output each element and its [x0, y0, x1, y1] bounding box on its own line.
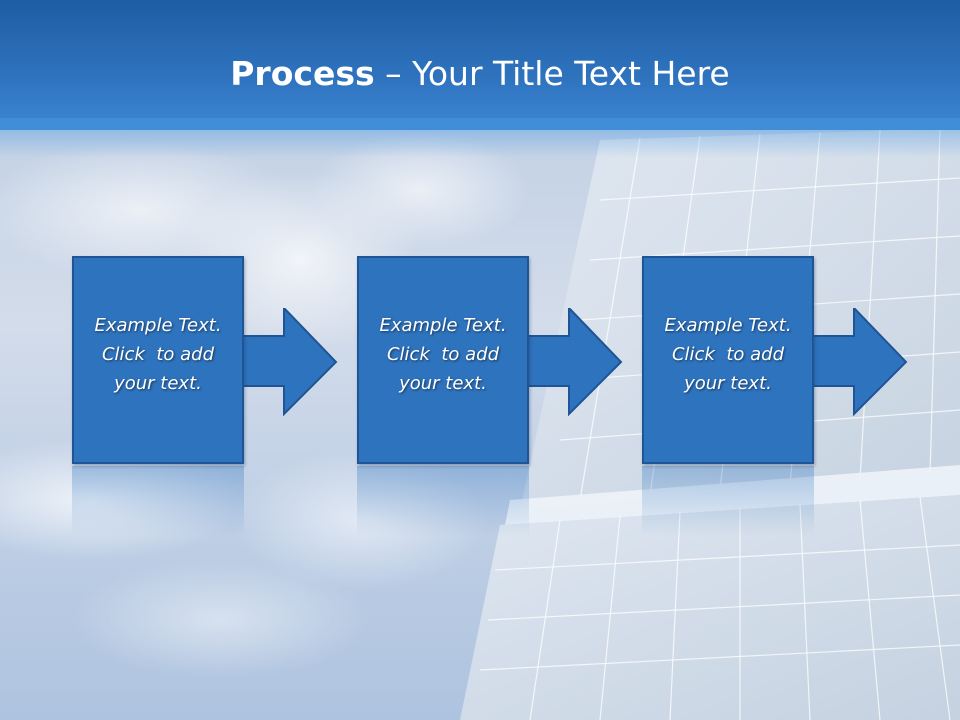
title-bold: Process [230, 54, 375, 93]
step-text-line: your text. [684, 373, 772, 394]
step-box [642, 256, 814, 464]
header-fade [0, 118, 960, 158]
step-text-line: Example Text. [379, 315, 507, 336]
step-text-line: Click to add [101, 344, 214, 365]
arrow-right-icon [242, 308, 338, 416]
step-text[interactable]: Example Text. Click to add your text. [357, 311, 529, 398]
step-box [72, 256, 244, 464]
title-rest: – Your Title Text Here [374, 54, 730, 93]
process-step-3[interactable]: Example Text. Click to add your text. [642, 256, 814, 464]
step-box [357, 256, 529, 464]
step-text-line: your text. [399, 373, 487, 394]
step-text-line: Example Text. [664, 315, 792, 336]
step-text-line: Click to add [386, 344, 499, 365]
step-text[interactable]: Example Text. Click to add your text. [642, 311, 814, 398]
slide-title[interactable]: Process – Your Title Text Here [0, 52, 960, 96]
step-text-line: Example Text. [94, 315, 222, 336]
step-text-line: Click to add [671, 344, 784, 365]
arrow-right-icon [812, 308, 908, 416]
header-bar [0, 0, 960, 130]
step-3-reflection [642, 466, 814, 536]
step-text[interactable]: Example Text. Click to add your text. [72, 311, 244, 398]
step-2-reflection [357, 466, 529, 536]
step-1-reflection [72, 466, 244, 536]
process-step-1[interactable]: Example Text. Click to add your text. [72, 256, 244, 464]
step-text-line: your text. [114, 373, 202, 394]
arrow-right-icon [527, 308, 623, 416]
process-step-2[interactable]: Example Text. Click to add your text. [357, 256, 529, 464]
